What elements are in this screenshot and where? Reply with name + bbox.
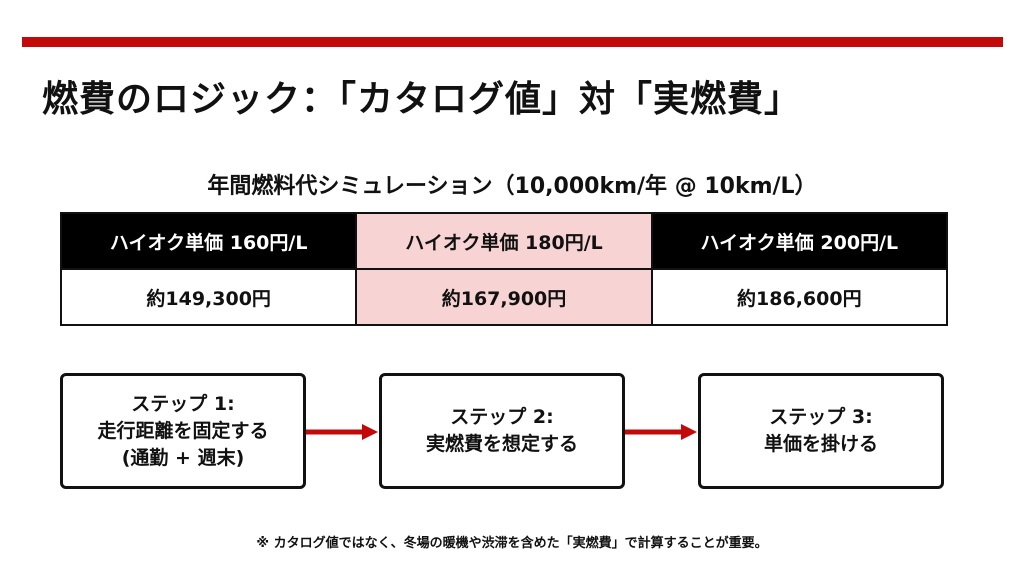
step-1-box: ステップ 1: 走行距離を固定する (通勤 + 週末) (60, 373, 306, 489)
arrow-right-icon (625, 424, 697, 440)
step-2-label: ステップ 2: (450, 406, 554, 428)
table-header-row: ハイオク単価 160円/L ハイオク単価 180円/L ハイオク単価 200円/… (59, 212, 949, 270)
fuel-cost-table: ハイオク単価 160円/L ハイオク単価 180円/L ハイオク単価 200円/… (59, 212, 949, 326)
step-3-box: ステップ 3: 単価を掛ける (698, 373, 944, 489)
value-cell-180: 約167,900円 (355, 268, 653, 326)
step-3-label: ステップ 3: (769, 406, 873, 428)
header-cell-160: ハイオク単価 160円/L (59, 212, 358, 270)
value-cell-200: 約186,600円 (650, 268, 949, 326)
step-3-line-1: 単価を掛ける (763, 433, 878, 455)
table-row: 約149,300円 約167,900円 約186,600円 (59, 268, 949, 326)
step-2-line-1: 実燃費を想定する (425, 433, 578, 455)
accent-bar (22, 37, 1003, 47)
table-title: 年間燃料代シミュレーション（10,000km/年 @ 10km/L） (207, 174, 817, 199)
step-1-label: ステップ 1: (131, 392, 235, 415)
step-1-line-2: (通勤 + 週末) (121, 446, 245, 469)
arrow-right-icon (306, 424, 378, 440)
footnote: ※ カタログ値ではなく、冬場の暖機や渋滞を含めた「実燃費」で計算することが重要。 (256, 536, 768, 551)
header-cell-180: ハイオク単価 180円/L (355, 212, 653, 270)
page-title: 燃費のロジック：「カタログ値」対「実燃費」 (42, 79, 802, 120)
value-cell-160: 約149,300円 (59, 268, 358, 326)
step-2-box: ステップ 2: 実燃費を想定する (379, 373, 625, 489)
header-cell-200: ハイオク単価 200円/L (650, 212, 949, 270)
step-1-line-1: 走行距離を固定する (97, 419, 269, 442)
